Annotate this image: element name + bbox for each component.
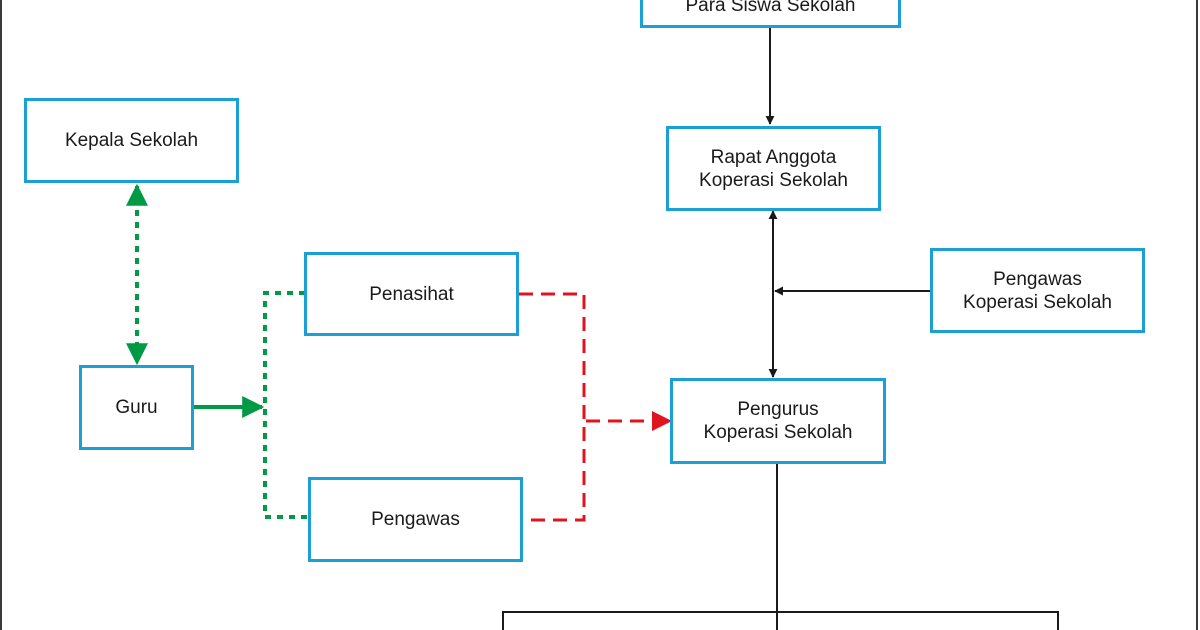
node-kepala-sekolah: Kepala Sekolah xyxy=(24,98,239,183)
node-guru: Guru xyxy=(79,365,194,450)
red-bracket xyxy=(519,292,586,522)
node-pengurus: Pengurus Koperasi Sekolah xyxy=(670,378,886,464)
node-pengawas-label: Pengawas xyxy=(371,509,460,530)
node-penasihat-label: Penasihat xyxy=(369,283,454,305)
node-para-siswa: Para Siswa Sekolah xyxy=(640,0,901,28)
node-pengawas-koperasi: Pengawas Koperasi Sekolah xyxy=(930,248,1145,333)
node-rapat-anggota: Rapat Anggota Koperasi Sekolah xyxy=(666,126,881,211)
green-bracket xyxy=(263,291,309,519)
node-penasihat: Penasihat xyxy=(304,252,519,336)
node-pengawas-koperasi-line1: Pengawas xyxy=(993,268,1082,290)
node-pengurus-line1: Pengurus xyxy=(737,399,819,420)
node-pengawas: Pengawas xyxy=(308,477,523,562)
bottom-branch-bracket xyxy=(502,611,1059,630)
node-pengawas-koperasi-line2: Koperasi Sekolah xyxy=(963,291,1112,313)
node-rapat-anggota-line2: Koperasi Sekolah xyxy=(699,169,848,191)
node-pengurus-line2: Koperasi Sekolah xyxy=(703,422,853,443)
node-rapat-anggota-line1: Rapat Anggota xyxy=(710,146,837,168)
node-para-siswa-label: Para Siswa Sekolah xyxy=(685,0,856,16)
node-guru-label: Guru xyxy=(115,397,158,418)
node-kepala-sekolah-label: Kepala Sekolah xyxy=(64,130,199,151)
